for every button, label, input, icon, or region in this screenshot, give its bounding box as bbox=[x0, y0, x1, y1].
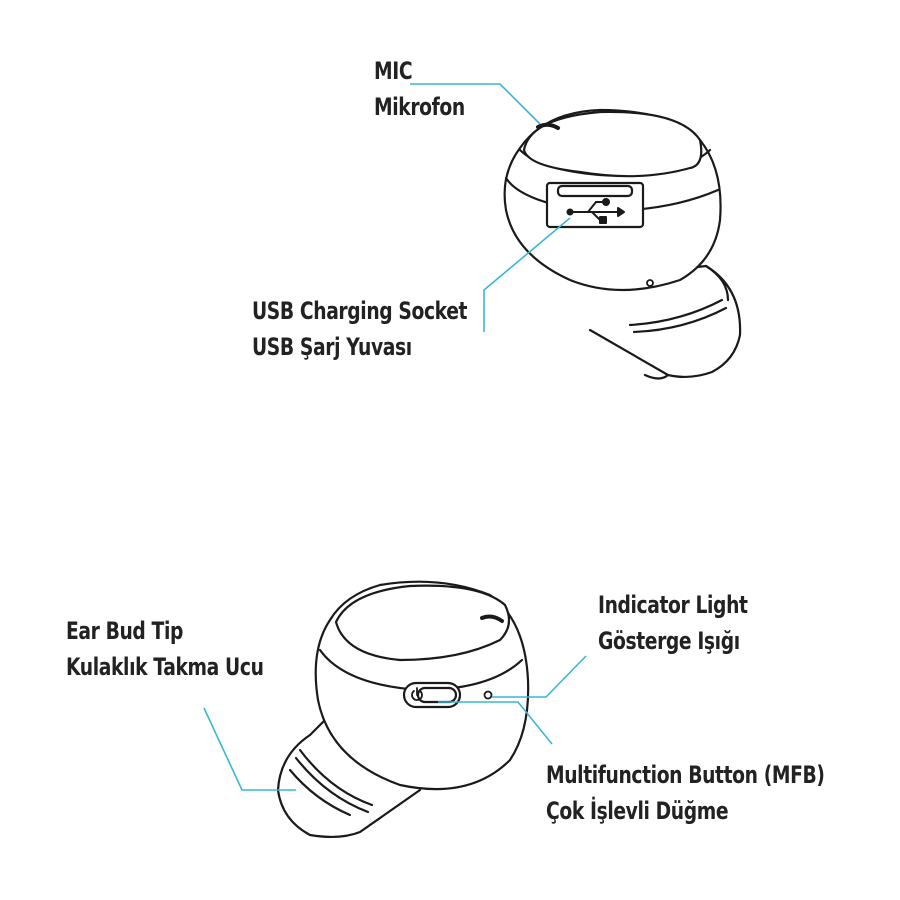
bottom-earbud-stem bbox=[276, 698, 422, 839]
bottom-earbud-cap bbox=[334, 584, 511, 662]
usb-label: USB Charging Socket USB Şarj Yuvası bbox=[252, 296, 467, 362]
tip-leader-line bbox=[203, 707, 296, 791]
leader-lines bbox=[203, 83, 587, 791]
tip-label: Ear Bud Tip Kulaklık Takma Ucu bbox=[66, 616, 264, 682]
mic-label: MIC Mikrofon bbox=[374, 56, 465, 122]
usb-socket-frame bbox=[545, 181, 645, 229]
mfb-leader-line bbox=[438, 701, 553, 745]
top-ear-tip-ring-1 bbox=[628, 298, 724, 327]
top-ear-tip-ring-2 bbox=[632, 306, 728, 334]
tip-label-tr: Kulaklık Takma Ucu bbox=[66, 653, 264, 681]
mic-label-tr: Mikrofon bbox=[374, 93, 465, 121]
usb-icon bbox=[566, 198, 625, 224]
usb-label-en: USB Charging Socket bbox=[252, 297, 468, 325]
mfb-button-inner bbox=[416, 686, 458, 704]
top-ear-tip-edge bbox=[643, 373, 670, 380]
mic-hole bbox=[536, 122, 560, 130]
tip-label-en: Ear Bud Tip bbox=[66, 617, 183, 645]
mic-leader-line bbox=[410, 83, 541, 125]
indicator-light bbox=[483, 690, 493, 700]
top-earbud-vent bbox=[646, 279, 654, 287]
indicator-label: Indicator Light Gösterge Işığı bbox=[598, 590, 748, 656]
indicator-label-en: Indicator Light bbox=[598, 591, 748, 619]
mfb-label-en: Multifunction Button (MFB) bbox=[546, 761, 825, 789]
top-earbud bbox=[503, 108, 742, 380]
bottom-ear-tip-ring-3 bbox=[288, 768, 352, 817]
mfb-label: Multifunction Button (MFB) Çok İşlevli D… bbox=[546, 760, 825, 826]
power-icon bbox=[411, 687, 423, 701]
indicator-label-tr: Gösterge Işığı bbox=[598, 627, 740, 655]
mic-label-en: MIC bbox=[374, 57, 413, 85]
mfb-label-tr: Çok İşlevli Düğme bbox=[546, 797, 729, 825]
top-earbud-cap bbox=[522, 110, 703, 178]
usb-socket-port bbox=[556, 184, 634, 198]
indicator-leader-line bbox=[492, 655, 587, 698]
bottom-ear-tip-ring-2 bbox=[294, 756, 370, 814]
bottom-cap-slot bbox=[480, 614, 504, 623]
bottom-earbud bbox=[276, 580, 530, 839]
usb-label-tr: USB Şarj Yuvası bbox=[252, 333, 412, 361]
bottom-ear-tip-ring-1 bbox=[298, 748, 374, 807]
usb-leader-line bbox=[483, 217, 571, 332]
top-ear-tip-ring-3 bbox=[704, 264, 730, 302]
